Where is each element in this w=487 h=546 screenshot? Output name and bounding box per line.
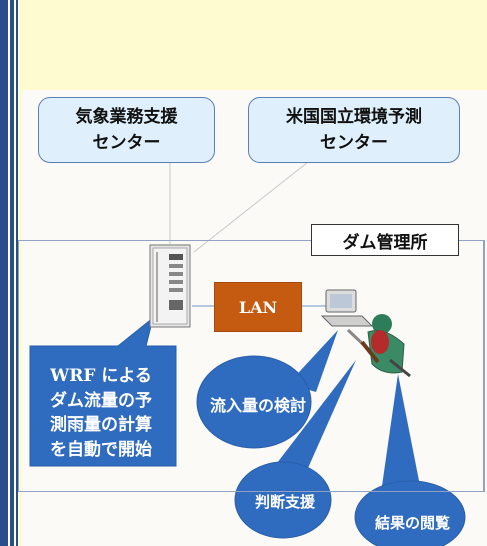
- decision-callout-shape: [234, 461, 332, 539]
- left-border-bar: [0, 0, 18, 546]
- inflow-callout-shape: [196, 355, 312, 449]
- connector-and-callout-layer: [29, 161, 466, 546]
- review-callout-text: 結果の閲覧: [374, 514, 450, 532]
- weather-support-center-box: 気象業務支援 センター: [38, 97, 215, 163]
- server-icon: [149, 244, 191, 328]
- system-diagram: 気象業務支援 センター 米国国立環境予測 センター ダム管理所 LAN WRF …: [18, 0, 487, 546]
- dam-office-label: ダム管理所: [311, 224, 459, 256]
- review-callout-pointer: [380, 374, 422, 500]
- review-callout-shape: [354, 480, 466, 546]
- wrf-callout-shape: [29, 316, 177, 467]
- ncep-center-box: 米国国立環境予測 センター: [248, 97, 460, 163]
- decision-callout-pointer: [264, 360, 356, 486]
- dam-office-frame: [18, 240, 485, 492]
- connector-ncep-server: [193, 161, 309, 253]
- decision-callout-text: 判断支援: [254, 493, 315, 511]
- inflow-callout-text: 流入量の検討: [209, 396, 306, 415]
- operator-icon: [320, 289, 411, 378]
- wrf-callout-text: WRF による ダム流量の予 測雨量の計算 を自動で開始: [50, 366, 152, 460]
- lan-box: LAN: [214, 282, 302, 332]
